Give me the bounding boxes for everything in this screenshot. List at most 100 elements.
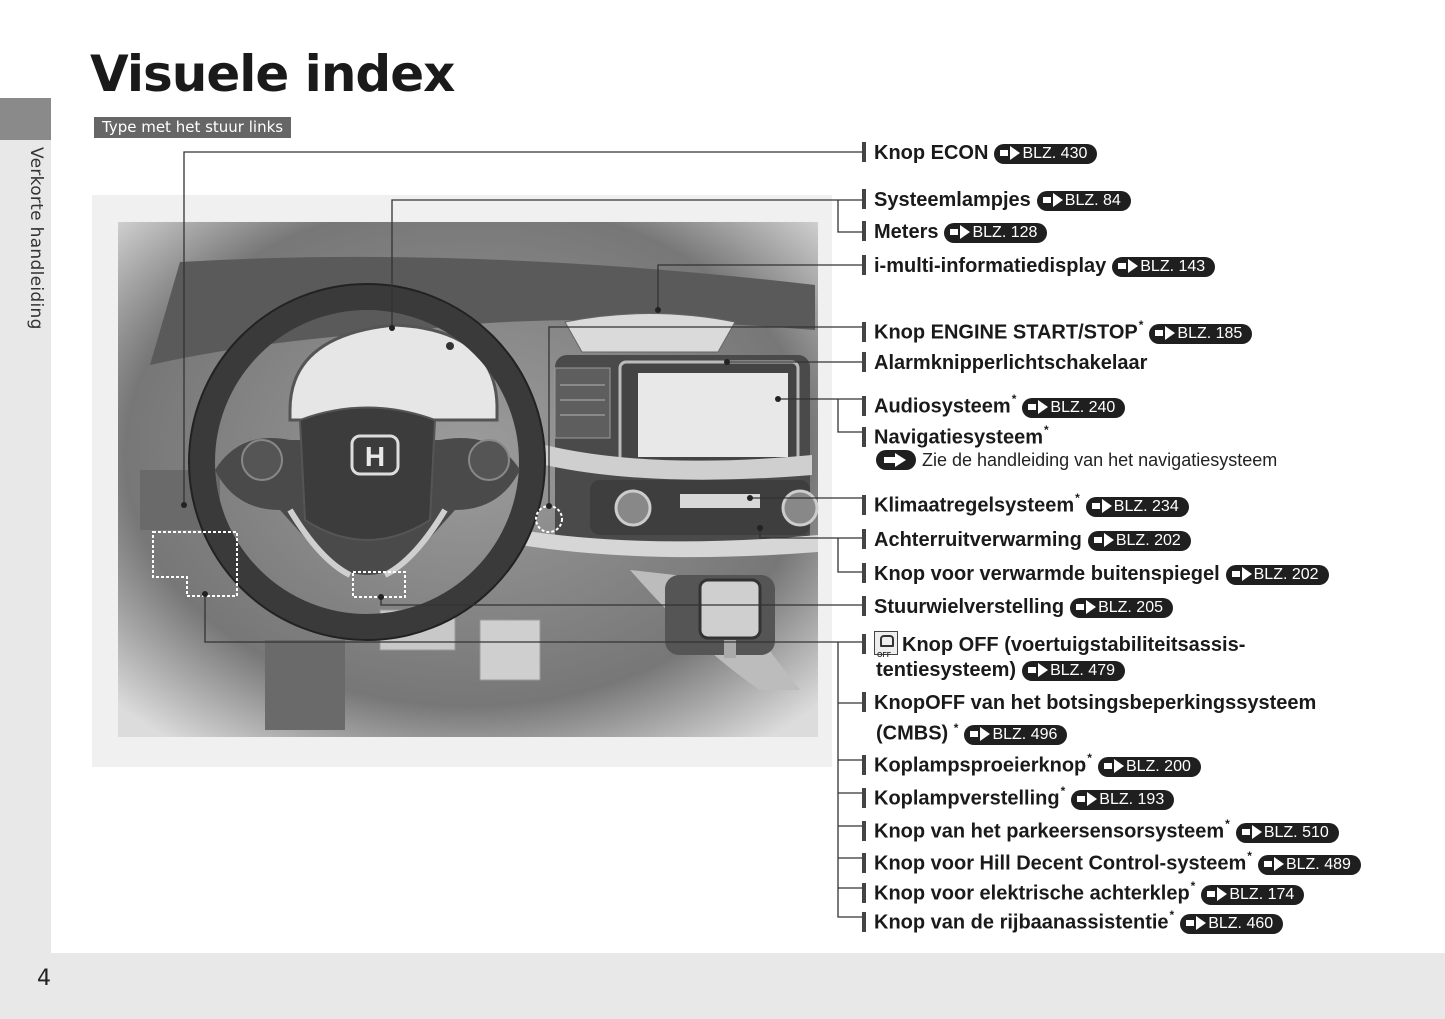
callout-audio[interactable]: Audiosysteem* BLZ. 240 <box>862 389 1126 418</box>
callout-bar <box>862 911 866 932</box>
navigation-note[interactable]: Zie de handleiding van het navigatiesyst… <box>876 449 1277 471</box>
callout-label: Knop ENGINE START/STOP <box>874 321 1138 344</box>
callout-vsa-off[interactable]: Knop OFF (voertuigstabiliteitsassis- <box>862 631 1246 668</box>
callout-bar <box>862 321 866 342</box>
arrow-right-icon <box>1113 758 1124 773</box>
callout-bar <box>862 221 866 241</box>
arrow-right-icon <box>1086 600 1097 614</box>
callout-bar <box>862 189 866 209</box>
page-ref-link[interactable]: BLZ. 84 <box>1036 191 1131 211</box>
page-title: Visuele index <box>90 45 455 103</box>
page-ref-link[interactable]: BLZ. 489 <box>1257 854 1361 875</box>
arrow-right-icon <box>1128 259 1139 273</box>
callout-bar <box>862 692 866 712</box>
callout-label: Knop van het parkeersensorsysteem <box>874 820 1225 843</box>
callout-bar <box>862 494 866 515</box>
optional-marker: * <box>1011 392 1017 406</box>
page-ref-link[interactable]: BLZ. 234 <box>1085 496 1189 517</box>
callout-bar <box>862 426 866 447</box>
page-ref-link[interactable]: BLZ. 510 <box>1235 822 1339 843</box>
arrow-right-icon <box>1273 856 1284 871</box>
callout-lane-keeping[interactable]: Knop van de rijbaanassistentie*BLZ. 460 <box>862 905 1284 934</box>
callout-label: Audiosysteem <box>874 395 1011 418</box>
optional-marker: * <box>1247 849 1252 863</box>
callout-label: Stuurwielverstelling <box>874 596 1065 618</box>
callout-climate[interactable]: Klimaatregelsysteem* BLZ. 234 <box>862 488 1189 517</box>
callout-cmbs-off[interactable]: KnopOFF van het botsingsbeperkingssystee… <box>862 691 1316 715</box>
sidebar <box>0 98 51 953</box>
page-ref-link[interactable]: BLZ. 200 <box>1097 756 1201 777</box>
arrow-right-icon <box>1241 567 1252 581</box>
callout-parking-sensor[interactable]: Knop van het parkeersensorsysteem* BLZ. 5… <box>862 814 1339 843</box>
callout-headlight-adjust[interactable]: Koplampverstelling*BLZ. 193 <box>862 781 1175 810</box>
page-ref-link[interactable]: BLZ. 479 <box>1022 661 1125 681</box>
arrow-right-icon <box>1052 193 1063 207</box>
callout-navigation[interactable]: Navigatiesysteem* <box>862 420 1049 449</box>
optional-marker: * <box>1043 423 1049 437</box>
lower-switch-highlight <box>152 531 238 597</box>
climate-display <box>680 494 760 508</box>
page-ref-link[interactable]: BLZ. 174 <box>1201 884 1305 905</box>
page-ref-link[interactable]: BLZ. 143 <box>1112 257 1216 277</box>
page-ref-link[interactable]: BLZ. 430 <box>994 144 1098 164</box>
callout-hill-descent[interactable]: Knop voor Hill Decent Control-systeem* BL… <box>862 846 1361 875</box>
page-ref-link[interactable]: BLZ. 240 <box>1022 397 1126 418</box>
callout-bar <box>862 634 866 654</box>
callout-label: Knop ECON <box>874 142 989 164</box>
callout-bar <box>862 754 866 775</box>
footer-band <box>0 953 1445 1019</box>
leader-dots <box>181 307 781 600</box>
page-ref-link[interactable]: BLZ. 496 <box>964 724 1068 745</box>
callout-label: Koplampverstelling <box>874 787 1060 810</box>
audio-screen <box>638 373 788 457</box>
callout-headlight-washer[interactable]: Koplampsproeierknop*BLZ. 200 <box>862 748 1201 777</box>
callout-label: Navigatiesysteem <box>874 426 1043 449</box>
page-ref-link[interactable]: BLZ. 193 <box>1071 789 1175 810</box>
callout-label: Knop van de rijbaanassistentie <box>874 911 1169 934</box>
callout-label: Knop voor elektrische achterklep <box>874 882 1190 905</box>
arrow-right-icon <box>960 225 971 239</box>
callout-label: Knop OFF (voertuigstabiliteitsassis- <box>902 634 1246 656</box>
callout-hazard-switch[interactable]: Alarmknipperlichtschakelaar <box>862 351 1147 375</box>
callout-label: Systeemlampjes <box>874 189 1031 211</box>
arrow-right-icon <box>1038 399 1049 414</box>
callout-vsa-off-line2[interactable]: tentiesysteem)BLZ. 479 <box>876 658 1125 682</box>
callout-label: Klimaatregelsysteem <box>874 494 1075 517</box>
page-ref-link[interactable]: BLZ. 128 <box>944 223 1048 243</box>
page-ref-link[interactable]: BLZ. 202 <box>1225 565 1329 585</box>
arrow-right-icon <box>1251 824 1262 839</box>
sidebar-tab[interactable] <box>0 98 51 140</box>
arrow-right-icon <box>1101 498 1112 513</box>
lower-trim <box>520 530 818 558</box>
callout-bar <box>862 142 866 162</box>
optional-marker: * <box>953 721 959 735</box>
page-ref-link[interactable]: BLZ. 205 <box>1070 598 1173 618</box>
callout-bar <box>862 529 866 549</box>
callout-bar <box>862 352 866 372</box>
callout-power-tailgate[interactable]: Knop voor elektrische achterklep*BLZ. 17… <box>862 876 1305 905</box>
optional-marker: * <box>1075 491 1080 505</box>
callout-bar <box>862 787 866 808</box>
callout-bar <box>862 882 866 903</box>
page-ref-link[interactable]: BLZ. 185 <box>1149 323 1253 344</box>
callout-bar <box>862 255 866 275</box>
callout-bar <box>862 852 866 873</box>
trim-strip <box>545 445 812 480</box>
optional-marker: * <box>1225 817 1230 831</box>
callout-cmbs-off-line2[interactable]: (CMBS) *BLZ. 496 <box>876 716 1068 745</box>
right-wheel-buttons <box>468 439 510 481</box>
arrow-right-icon <box>1196 915 1207 930</box>
steering-wheel-rim <box>189 284 545 640</box>
callout-engine-start[interactable]: Knop ENGINE START/STOP*BLZ. 185 <box>862 315 1253 344</box>
page-ref-link[interactable]: BLZ. 202 <box>1087 531 1191 551</box>
callout-label: Knop voor Hill Decent Control-systeem <box>874 852 1247 875</box>
page-ref-link[interactable]: BLZ. 460 <box>1180 913 1284 934</box>
